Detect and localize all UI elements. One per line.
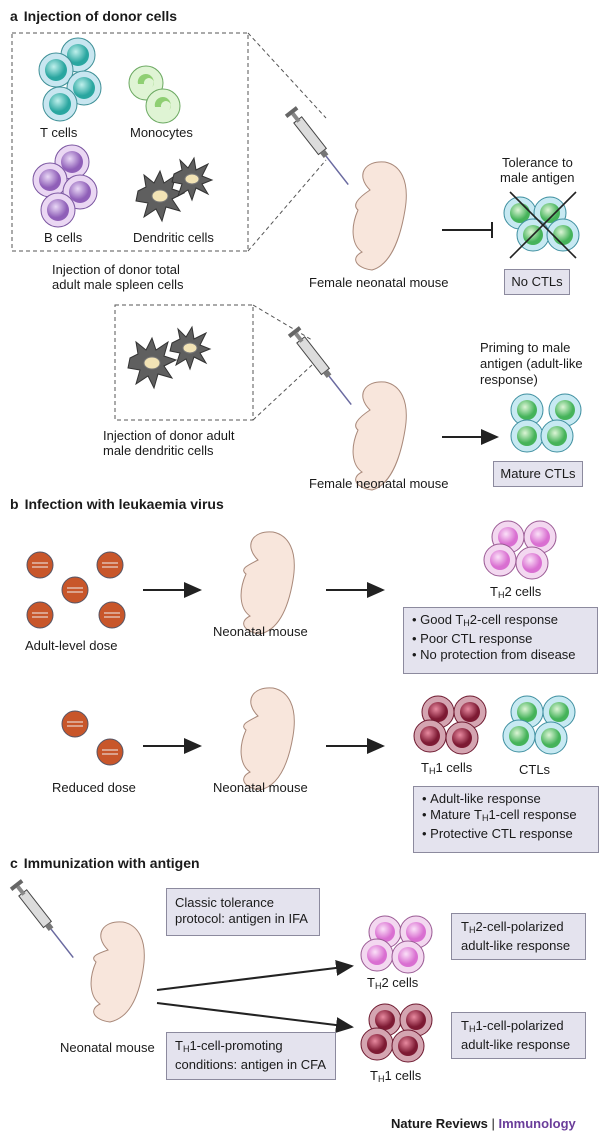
ctls-label-b: CTLs [519, 762, 551, 777]
th1-conditions-line1: TH1-cell-promoting [175, 1038, 283, 1054]
th2-cells-b [483, 520, 557, 580]
th1-outcome-bullet-3: Protective CTL response [422, 826, 590, 842]
classic-tolerance-box: Classic tolerance protocol: antigen in I… [166, 888, 320, 936]
th2-outcome-bullet-1: Good TH2-cell response [412, 612, 589, 631]
th2-outcome-bullet-3: No protection from disease [412, 647, 589, 663]
th2-polarized-line2: adult-like response [461, 938, 571, 953]
reduced-dose-label: Reduced dose [52, 780, 136, 795]
adult-dose-label: Adult-level dose [25, 638, 118, 653]
th1-conditions-box: TH1-cell-promoting conditions: antigen i… [166, 1032, 336, 1080]
neonatal-mouse-label-c: Neonatal mouse [60, 1040, 155, 1055]
neonatal-mouse-label-b1: Neonatal mouse [213, 624, 308, 639]
section-b-title-text: Infection with leukaemia virus [24, 496, 224, 512]
th1-cells-c [360, 1003, 433, 1063]
th1-outcome-box: Adult-like response Mature TH1-cell resp… [413, 786, 599, 853]
mouse-4 [240, 687, 295, 791]
female-mouse-label-2: Female neonatal mouse [309, 476, 449, 491]
female-mouse-label-1: Female neonatal mouse [309, 275, 449, 290]
dc-caption-line2: male dendritic cells [103, 443, 214, 458]
th1-cells-label-c: TH1 cells [370, 1068, 422, 1084]
th1-cells-b [413, 695, 487, 755]
th1-outcome-bullet-1: Adult-like response [422, 791, 590, 807]
classic-tolerance-line1: Classic tolerance [175, 895, 274, 910]
monocytes-cluster [128, 65, 181, 124]
dendritic-cells-cluster [135, 156, 214, 223]
dendritic-dashed-box [114, 304, 254, 421]
th2-cells-b-sub: H [497, 590, 505, 600]
th2-polarized-line1: TH2-cell-polarized [461, 919, 564, 935]
priming-label: Priming to male antigen (adult-like resp… [480, 340, 583, 388]
priming-line3: response) [480, 372, 538, 387]
th1-polarized-box: TH1-cell-polarized adult-like response [451, 1012, 586, 1059]
section-b-title: b Infection with leukaemia virus [10, 496, 224, 512]
th2-cells-b-post: 2 cells [504, 584, 542, 599]
journal-name: Nature Reviews [391, 1116, 488, 1131]
mouse-2 [352, 381, 407, 491]
section-b-letter: b [10, 496, 19, 512]
th1-polarized-line2: adult-like response [461, 1037, 571, 1052]
section-c-title-text: Immunization with antigen [23, 855, 200, 871]
ctl-cells-b [502, 695, 576, 755]
dendritic-cells-label: Dendritic cells [133, 230, 214, 245]
journal-credit: Nature Reviews | Immunology [391, 1116, 576, 1131]
dc-caption-line1: Injection of donor adult [103, 428, 235, 443]
no-ctls-box: No CTLs [504, 269, 570, 295]
th2-polarized-box: TH2-cell-polarized adult-like response [451, 913, 586, 960]
b-cells-cluster [32, 144, 98, 228]
th2-cells-label-b: TH2 cells [490, 584, 541, 603]
classic-tolerance-line2: protocol: antigen in IFA [175, 911, 308, 926]
th2-cells-c [360, 915, 433, 974]
th1-polarized-line1: TH1-cell-polarized [461, 1018, 564, 1034]
section-c-title: c Immunization with antigen [10, 855, 200, 871]
section-a-title-text: Injection of donor cells [23, 8, 178, 24]
section-c-letter: c [10, 855, 18, 871]
mature-ctls-box: Mature CTLs [493, 461, 583, 487]
spleen-caption-line2: adult male spleen cells [52, 277, 184, 292]
priming-line2: antigen (adult-like [480, 356, 583, 371]
syringe-3 [9, 879, 74, 959]
syringe-1 [284, 106, 349, 186]
mouse-3 [240, 531, 295, 635]
syringe-2 [287, 326, 352, 406]
th1-outcome-bullet-2: Mature TH1-cell response [422, 807, 590, 826]
journal-separator: | [491, 1116, 495, 1131]
th2-cells-b-pre: T [490, 584, 498, 599]
neonatal-mouse-label-b2: Neonatal mouse [213, 780, 308, 795]
th1-conditions-line2: conditions: antigen in CFA [175, 1057, 327, 1072]
dendritic-cells-box2 [127, 325, 212, 390]
tolerance-label-line1: Tolerance to [502, 155, 573, 170]
donor-cells-dashed-box [11, 32, 249, 252]
th2-outcome-bullet-2: Poor CTL response [412, 631, 589, 647]
t-cells-cluster [38, 37, 102, 122]
mouse-1 [352, 161, 407, 271]
mature-ctl-cells [510, 393, 582, 453]
b-cells-label: B cells [44, 230, 83, 245]
th1-cells-label-b: TH1 cells [421, 760, 473, 776]
section-a-letter: a [10, 8, 18, 24]
virus-cluster-reduced [61, 710, 124, 766]
spleen-caption-line1: Injection of donor total [52, 262, 180, 277]
tolerance-label-line2: male antigen [500, 170, 575, 185]
virus-cluster-adult [26, 551, 126, 629]
monocytes-label: Monocytes [130, 125, 193, 140]
th2-cells-label-c: TH2 cells [367, 975, 419, 991]
mouse-5 [90, 921, 145, 1023]
ctl-cells-crossed [503, 191, 580, 259]
priming-line1: Priming to male [480, 340, 571, 355]
section-a-title: a Injection of donor cells [10, 8, 177, 24]
t-cells-label: T cells [40, 125, 78, 140]
journal-subject: Immunology [498, 1116, 576, 1131]
th2-outcome-box: Good TH2-cell response Poor CTL response… [403, 607, 598, 674]
